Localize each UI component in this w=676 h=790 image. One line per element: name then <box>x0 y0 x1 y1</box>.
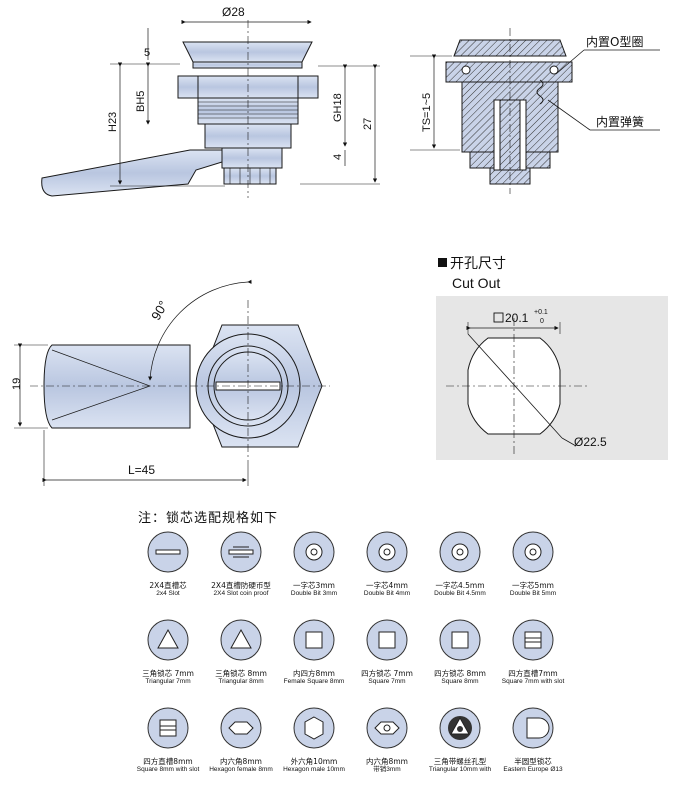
hexagon-pin-icon <box>366 707 408 749</box>
core-option-en: Eastern Europe Ø13 <box>503 766 563 773</box>
hexagon-female-icon <box>220 707 262 749</box>
core-option-en: Double Bit 4.5mm <box>434 590 486 597</box>
double-bit-icon <box>293 531 335 573</box>
front-view <box>14 279 330 486</box>
dim-bh5: BH5 <box>135 91 147 112</box>
side-view <box>41 19 380 198</box>
core-option-cn: 半圆型锁芯 <box>514 757 552 766</box>
dim-top-5: 5 <box>144 47 150 59</box>
technical-drawing: Ø28 5 H23 BH5 GH18 27 4 TS=1~5 内置O型圈 内置弹… <box>11 5 668 486</box>
core-option-en: Double Bit 4mm <box>363 590 411 597</box>
core-option-cn: 一字芯4.5mm <box>435 581 485 590</box>
cutout-shape <box>446 318 590 456</box>
core-option-cn: 三角锁芯 7mm <box>142 669 194 678</box>
core-option-en: Triangular 10mm with <box>428 766 492 773</box>
core-option-en: Triangular 8mm <box>218 678 264 685</box>
half-round-icon <box>512 707 554 749</box>
core-option-cn: 四方锁芯 7mm <box>361 669 413 678</box>
core-option-en: Hexagon male 10mm <box>283 766 345 773</box>
core-option-cn: 2X4直槽防硬币型 <box>211 581 271 590</box>
double-bit-icon <box>366 531 408 573</box>
core-option-en: Triangular 7mm <box>145 678 191 685</box>
dim-length-45: L=45 <box>128 463 155 477</box>
core-option-cn: 内六角8mm <box>366 757 408 766</box>
dim-diameter-28: Ø28 <box>222 5 245 19</box>
core-option-en: Double Bit 5mm <box>509 590 557 597</box>
dim-4: 4 <box>332 154 344 160</box>
core-option-cn: 外六角10mm <box>290 757 338 766</box>
core-option-cn: 四方直槽7mm <box>508 669 558 678</box>
core-option-cn: 四方锁芯 8mm <box>434 669 486 678</box>
cutout-title-en: Cut Out <box>452 275 500 291</box>
double-bit-icon <box>512 531 554 573</box>
core-option-en: Double Bit 3mm <box>290 590 338 597</box>
cutout-tol-upper: +0.1 <box>534 309 548 316</box>
core-option-cn: 一字芯3mm <box>293 581 335 590</box>
triangle-screw-icon <box>439 707 481 749</box>
square-slot-icon <box>512 619 554 661</box>
core-option-cn: 四方直槽8mm <box>143 757 193 766</box>
triangle-icon <box>147 619 189 661</box>
core-options-note: 注：锁芯选配规格如下 <box>138 511 279 526</box>
core-option-cn: 三角带螺丝孔型 <box>433 757 487 766</box>
dim-27: 27 <box>362 118 374 130</box>
core-option-en: Square 7mm with slot <box>501 678 565 685</box>
dim-angle-90: 90° <box>148 298 171 323</box>
cutout-square-marker <box>438 258 447 267</box>
slot-coin-proof-icon <box>220 531 262 573</box>
dim-h23: H23 <box>107 112 119 132</box>
triangle-icon <box>220 619 262 661</box>
square-icon <box>439 619 481 661</box>
cutout-dim-diameter: Ø22.5 <box>574 435 607 449</box>
core-option-cn: 三角锁芯 8mm <box>215 669 267 678</box>
section-view <box>410 28 660 194</box>
hexagon-male-icon <box>293 707 335 749</box>
core-option-en: 带销3mm <box>373 766 401 773</box>
square-icon <box>366 619 408 661</box>
core-option-en: Female Square 8mm <box>283 678 345 685</box>
cutout-title: 开孔尺寸 <box>450 256 506 272</box>
core-option-en: 2x4 Slot <box>156 590 180 597</box>
cutout-tol-lower: 0 <box>540 318 544 325</box>
square-slot-icon <box>147 707 189 749</box>
label-oring: 内置O型圈 <box>586 35 643 49</box>
label-spring: 内置弹簧 <box>596 114 644 129</box>
core-option-cn: 2X4直槽芯 <box>149 581 187 590</box>
cutout-square-symbol <box>493 312 504 323</box>
dim-ts: TS=1~5 <box>421 93 433 132</box>
core-option-en: Square 8mm with slot <box>136 766 200 773</box>
core-option-en: Square 8mm <box>441 678 479 685</box>
core-option-en: Square 7mm <box>368 678 406 685</box>
dim-width-19: 19 <box>11 378 23 390</box>
core-option-cn: 内六角8mm <box>220 757 262 766</box>
double-bit-icon <box>439 531 481 573</box>
core-option-cn: 一字芯5mm <box>512 581 554 590</box>
square-icon <box>293 619 335 661</box>
core-option-en: Hexagon female 8mm <box>209 766 273 773</box>
core-option-en: 2X4 Slot coin proof <box>213 590 269 597</box>
cutout-dim-square: 20.1 <box>505 311 529 325</box>
dim-gh18: GH18 <box>332 93 344 122</box>
slot-icon <box>147 531 189 573</box>
core-option-cn: 内四方8mm <box>293 669 335 678</box>
core-option-cn: 一字芯4mm <box>366 581 408 590</box>
